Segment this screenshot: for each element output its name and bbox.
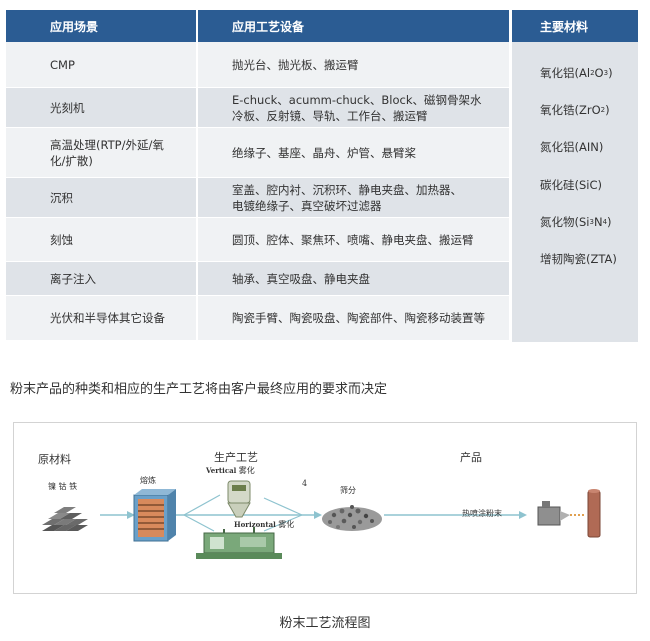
process-label: 生产工艺 [214, 451, 258, 464]
table-row: 轴承、真空吸盘、静电夹盘 [198, 262, 509, 296]
table-row: 圆顶、腔体、聚焦环、喷嘴、静电夹盘、搬运臂 [198, 218, 509, 262]
table-row: 室盖、腔内衬、沉积环、静电夹盘、加热器、电镀绝缘子、真空破坏过滤器 [198, 178, 509, 218]
flow-diagram-caption: 粉末工艺流程图 [279, 616, 371, 631]
table-row: CMP [6, 42, 196, 88]
arrow-icon [127, 511, 135, 519]
application-column: 应用场景 CMP 光刻机 高温处理(RTP/外延/氧化/扩散) 沉积 刻蚀 离子… [6, 10, 196, 341]
product-label: 产品 [460, 451, 482, 464]
raw-materials-label: 原材料 [38, 453, 71, 466]
table-row: 陶瓷手臂、陶瓷吸盘、陶瓷部件、陶瓷移动装置等 [198, 296, 509, 341]
cell-text: E-chuck、acumm-chuck、Block、磁钢骨架水冷板、反射镜、导轨… [232, 92, 482, 123]
horizontal-label: Horizontal 雾化 [234, 520, 295, 529]
arrow-icon [519, 511, 527, 519]
powder-pile-icon [322, 505, 382, 531]
vertical-atomizer-icon [227, 480, 251, 518]
melting-furnace-icon [133, 489, 176, 542]
process-column: 应用工艺设备 抛光台、抛光板、搬运臂 E-chuck、acumm-chuck、B… [198, 10, 509, 341]
table-row: 光伏和半导体其它设备 [6, 296, 196, 341]
material-item: 增韧陶瓷(ZTA) [540, 252, 617, 267]
table-row: 高温处理(RTP/外延/氧化/扩散) [6, 128, 196, 178]
header-application: 应用场景 [6, 10, 196, 42]
powder-process-flow-diagram: 原材料 镍 钴 铁 熔炼 生产工艺 Vertical 雾化 Horizontal… [13, 422, 637, 594]
table-row: 离子注入 [6, 262, 196, 296]
horizontal-atomizer-icon [196, 527, 282, 559]
step-number: 4 [302, 479, 308, 488]
flow-line [263, 514, 303, 532]
header-materials: 主要材料 [512, 10, 638, 42]
metal-ingots-icon [42, 507, 88, 531]
table-row: 绝缘子、基座、晶舟、炉管、悬臂桨 [198, 128, 509, 178]
flow-line [183, 494, 221, 516]
header-process: 应用工艺设备 [198, 10, 509, 42]
material-item: 碳化硅(SiC) [540, 177, 602, 192]
flow-line [183, 514, 215, 532]
thermal-spray-powder-label: 热喷涂粉末 [462, 509, 502, 518]
table-row: 抛光台、抛光板、搬运臂 [198, 42, 509, 88]
cell-text: 室盖、腔内衬、沉积环、静电夹盘、加热器、电镀绝缘子、真空破坏过滤器 [232, 182, 462, 213]
screening-label: 筛分 [340, 486, 356, 495]
table-row: 光刻机 [6, 88, 196, 128]
material-item: 氮化铝(AIN) [540, 140, 604, 155]
intro-caption: 粉末产品的种类和相应的生产工艺将由客户最终应用的要求而决定 [10, 382, 388, 397]
flow-diagram-graphic [42, 480, 601, 559]
application-table: 应用场景 CMP 光刻机 高温处理(RTP/外延/氧化/扩散) 沉积 刻蚀 离子… [6, 10, 638, 342]
melting-label: 熔炼 [140, 476, 156, 485]
cell-text: 高温处理(RTP/外延/氧化/扩散) [50, 137, 164, 168]
thermal-spray-gun-icon [537, 489, 601, 538]
arrow-icon [314, 511, 322, 519]
table-row: 刻蚀 [6, 218, 196, 262]
metals-label: 镍 钴 铁 [48, 482, 78, 491]
table-row: 沉积 [6, 178, 196, 218]
flow-line [263, 497, 303, 516]
vertical-label: Vertical 雾化 [206, 466, 255, 475]
table-row: E-chuck、acumm-chuck、Block、磁钢骨架水冷板、反射镜、导轨… [198, 88, 509, 128]
